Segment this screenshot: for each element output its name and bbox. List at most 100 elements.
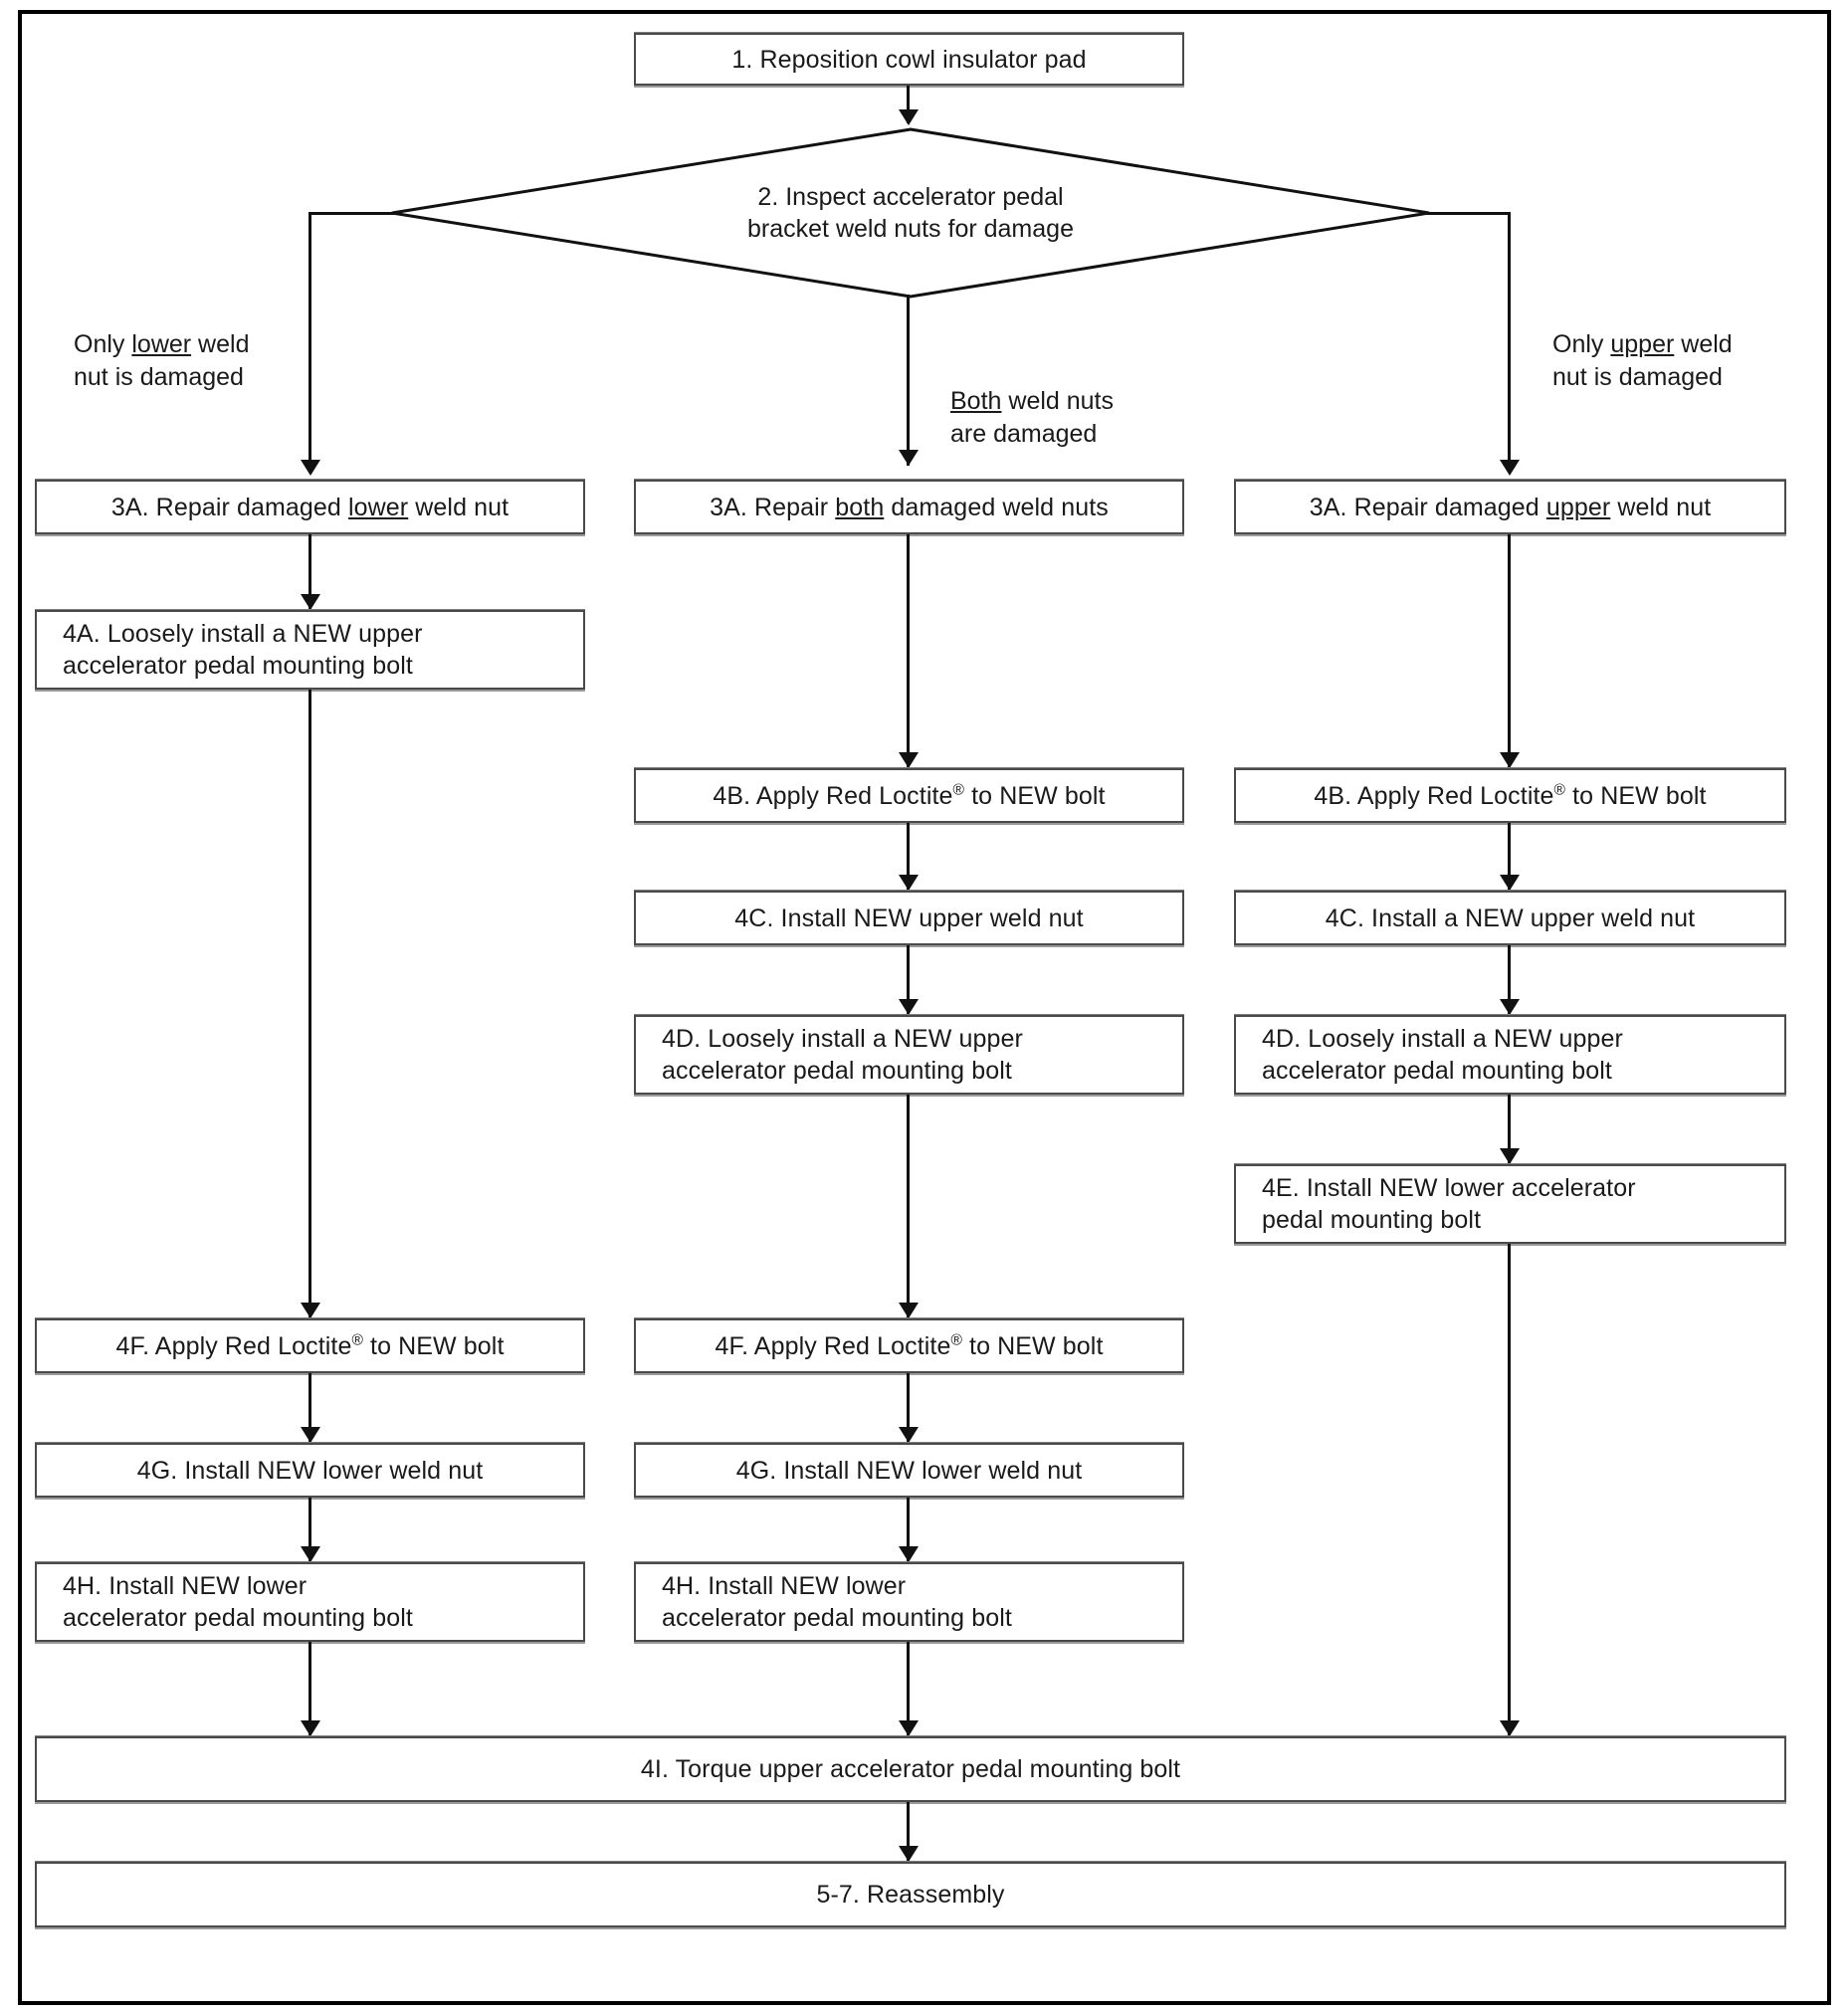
node-4B-center-label: 4B. Apply Red Loctite® to NEW bolt [713, 781, 1106, 810]
node-4E-install-new-lower-bolt-right[interactable]: 4E. Install NEW lower accelerator pedal … [1234, 1164, 1786, 1244]
connector-4C-to-4D-center [907, 945, 910, 1015]
arrowhead-4E-to-4I-right [1500, 1720, 1520, 1736]
arrowhead-4A-to-4F-left [301, 1303, 320, 1318]
arrowhead-4G-to-4H-center [899, 1546, 919, 1562]
branch-right-line-2: nut is damaged [1552, 362, 1723, 391]
branch-center-line-1: Both weld nuts [950, 387, 1114, 415]
decision-diamond-shape [391, 127, 1430, 299]
node-3A-right-label: 3A. Repair damaged upper weld nut [1309, 493, 1712, 521]
arrowhead-4H-to-4I-left [301, 1720, 320, 1736]
node-4E-right-label: 4E. Install NEW lower accelerator pedal … [1262, 1174, 1636, 1234]
arrowhead-4F-to-4G-left [301, 1427, 320, 1443]
node-step-1-reposition-cowl-insulator-pad[interactable]: 1. Reposition cowl insulator pad [634, 33, 1184, 86]
node-step-1-label: 1. Reposition cowl insulator pad [731, 45, 1087, 74]
connector-4H-to-4I-left [308, 1642, 311, 1736]
connector-3A-to-4A-left [308, 534, 311, 610]
arrowhead-decision-to-3A-left [301, 460, 320, 476]
node-4D-right-label: 4D. Loosely install a NEW upper accelera… [1262, 1025, 1623, 1085]
registered-mark-icon: ® [952, 781, 965, 799]
arrowhead-4H-to-4I-center [899, 1720, 919, 1736]
arrowhead-4B-to-4C-center [899, 875, 919, 891]
node-3A-left-label: 3A. Repair damaged lower weld nut [110, 493, 510, 521]
node-4I-label: 4I. Torque upper accelerator pedal mount… [640, 1755, 1181, 1783]
node-4H-center-label: 4H. Install NEW lower accelerator pedal … [662, 1572, 1012, 1632]
connector-4C-to-4D-right [1508, 945, 1511, 1015]
connector-3A-to-4B-right [1508, 534, 1511, 768]
connector-4G-to-4H-center [907, 1498, 910, 1562]
node-4D-center-label: 4D. Loosely install a NEW upper accelera… [662, 1025, 1023, 1085]
arrowhead-decision-to-3A-center [899, 450, 919, 466]
node-4C-right-label: 4C. Install a NEW upper weld nut [1325, 904, 1696, 932]
diagram-outer-frame [18, 10, 1831, 2005]
node-4H-left-label: 4H. Install NEW lower accelerator pedal … [63, 1572, 413, 1632]
branch-label-right: Only upper weld nut is damaged [1552, 328, 1791, 393]
connector-4G-to-4H-left [308, 1498, 311, 1562]
node-4C-center-label: 4C. Install NEW upper weld nut [734, 904, 1084, 932]
arrowhead-4C-to-4D-right [1500, 999, 1520, 1015]
arrowhead-3A-to-4B-center [899, 752, 919, 768]
node-step-2-decision-inspect-weld-nuts[interactable]: 2. Inspect accelerator pedal bracket wel… [388, 127, 1433, 299]
node-4C-install-a-new-upper-weld-nut-right[interactable]: 4C. Install a NEW upper weld nut [1234, 891, 1786, 945]
connector-decision-left-horizontal [310, 212, 396, 215]
node-4A-left-label: 4A. Loosely install a NEW upper accelera… [63, 620, 423, 680]
connector-4F-to-4G-center [907, 1373, 910, 1443]
connector-decision-left-vertical [308, 212, 311, 465]
branch-center-line-2: are damaged [950, 419, 1098, 448]
branch-label-left: Only lower weld nut is damaged [74, 328, 303, 393]
connector-4I-to-reassembly [907, 1802, 910, 1862]
connector-4B-to-4C-center [907, 823, 910, 891]
connector-3A-to-4B-center [907, 534, 910, 768]
connector-4D-to-4F-center [907, 1095, 910, 1318]
arrowhead-decision-to-3A-right [1500, 460, 1520, 476]
node-4A-loosely-install-new-upper-bolt[interactable]: 4A. Loosely install a NEW upper accelera… [35, 610, 585, 690]
node-3A-repair-both-damaged-weld-nuts[interactable]: 3A. Repair both damaged weld nuts [634, 480, 1184, 534]
node-4F-apply-red-loctite-center[interactable]: 4F. Apply Red Loctite® to NEW bolt [634, 1318, 1184, 1373]
connector-4H-to-4I-center [907, 1642, 910, 1736]
node-4H-install-new-lower-bolt-left[interactable]: 4H. Install NEW lower accelerator pedal … [35, 1562, 585, 1642]
node-4I-torque-upper-bolt[interactable]: 4I. Torque upper accelerator pedal mount… [35, 1736, 1786, 1802]
node-4C-install-new-upper-weld-nut-center[interactable]: 4C. Install NEW upper weld nut [634, 891, 1184, 945]
branch-label-center: Both weld nuts are damaged [950, 385, 1199, 450]
branch-right-line-1: Only upper weld [1552, 330, 1733, 358]
connector-4F-to-4G-left [308, 1373, 311, 1443]
arrowhead-4B-to-4C-right [1500, 875, 1520, 891]
node-4F-left-label: 4F. Apply Red Loctite® to NEW bolt [115, 1331, 505, 1360]
connector-4A-to-4F-left [308, 690, 311, 1318]
node-4G-install-new-lower-weld-nut-center[interactable]: 4G. Install NEW lower weld nut [634, 1443, 1184, 1498]
connector-4D-to-4E-right [1508, 1095, 1511, 1164]
arrowhead-4C-to-4D-center [899, 999, 919, 1015]
node-5-7-label: 5-7. Reassembly [816, 1881, 1005, 1909]
arrowhead-4I-to-reassembly [899, 1846, 919, 1862]
node-4H-install-new-lower-bolt-center[interactable]: 4H. Install NEW lower accelerator pedal … [634, 1562, 1184, 1642]
node-3A-repair-damaged-lower-weld-nut[interactable]: 3A. Repair damaged lower weld nut [35, 480, 585, 534]
node-4G-left-label: 4G. Install NEW lower weld nut [136, 1456, 484, 1485]
node-3A-center-label: 3A. Repair both damaged weld nuts [710, 493, 1109, 521]
arrowhead-4D-to-4F-center [899, 1303, 919, 1318]
node-4B-right-label: 4B. Apply Red Loctite® to NEW bolt [1314, 781, 1707, 810]
branch-left-line-2: nut is damaged [74, 362, 244, 391]
arrowhead-3A-to-4A-left [301, 594, 320, 610]
registered-mark-icon: ® [950, 1331, 962, 1349]
arrowhead-4F-to-4G-center [899, 1427, 919, 1443]
node-4F-apply-red-loctite-left[interactable]: 4F. Apply Red Loctite® to NEW bolt [35, 1318, 585, 1373]
node-4D-loosely-install-new-upper-bolt-center[interactable]: 4D. Loosely install a NEW upper accelera… [634, 1015, 1184, 1095]
registered-mark-icon: ® [351, 1331, 363, 1349]
node-4B-apply-red-loctite-center[interactable]: 4B. Apply Red Loctite® to NEW bolt [634, 768, 1184, 823]
connector-decision-right-vertical [1508, 212, 1511, 465]
connector-4E-to-4I-right [1508, 1244, 1511, 1736]
registered-mark-icon: ® [1553, 781, 1566, 799]
arrowhead-step1-to-decision [899, 109, 919, 125]
connector-step1-to-decision [907, 86, 910, 123]
connector-4B-to-4C-right [1508, 823, 1511, 891]
connector-decision-right-horizontal [1425, 212, 1511, 215]
node-4G-center-label: 4G. Install NEW lower weld nut [735, 1456, 1083, 1485]
node-4G-install-new-lower-weld-nut-left[interactable]: 4G. Install NEW lower weld nut [35, 1443, 585, 1498]
node-4F-center-label: 4F. Apply Red Loctite® to NEW bolt [715, 1331, 1104, 1360]
arrowhead-4G-to-4H-left [301, 1546, 320, 1562]
node-5-7-reassembly[interactable]: 5-7. Reassembly [35, 1862, 1786, 1927]
node-4B-apply-red-loctite-right[interactable]: 4B. Apply Red Loctite® to NEW bolt [1234, 768, 1786, 823]
node-4D-loosely-install-new-upper-bolt-right[interactable]: 4D. Loosely install a NEW upper accelera… [1234, 1015, 1786, 1095]
arrowhead-3A-to-4B-right [1500, 752, 1520, 768]
node-3A-repair-damaged-upper-weld-nut[interactable]: 3A. Repair damaged upper weld nut [1234, 480, 1786, 534]
